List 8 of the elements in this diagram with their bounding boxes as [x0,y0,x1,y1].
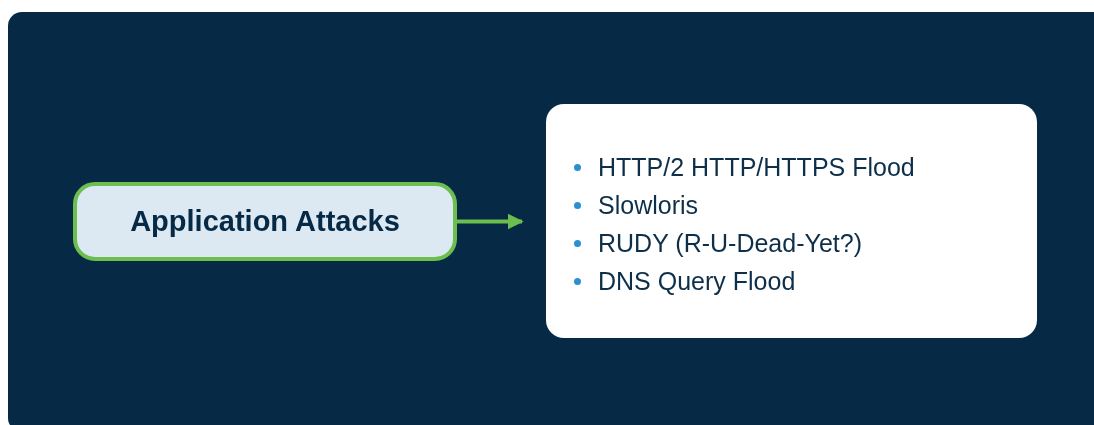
list-item: Slowloris [598,190,699,220]
list-item: HTTP/2 HTTP/HTTPS Flood [598,152,915,182]
list-card [546,104,1037,338]
list-item: DNS Query Flood [598,266,796,296]
category-label: Application Attacks [130,205,400,238]
category-box [73,182,457,261]
arrow [457,213,524,230]
list-item: RUDY (R-U-Dead-Yet?) [598,228,862,258]
